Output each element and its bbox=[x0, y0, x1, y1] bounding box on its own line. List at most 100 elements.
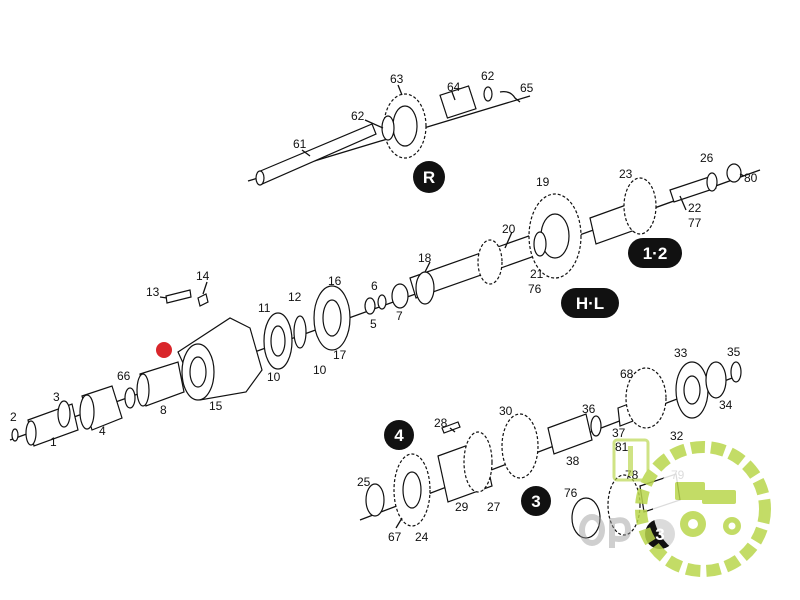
label-part-68: 68 bbox=[620, 367, 634, 381]
part-35-circlip bbox=[730, 361, 742, 383]
label-part-10b: 10 bbox=[313, 363, 327, 377]
part-6-ring bbox=[377, 294, 387, 310]
part-20-gear bbox=[477, 239, 503, 285]
label-part-30: 30 bbox=[499, 404, 513, 418]
label-part-67: 67 bbox=[388, 530, 402, 544]
label-part-80: 80 bbox=[744, 171, 758, 185]
label-part-12: 12 bbox=[288, 290, 302, 304]
reverse-shaft-end bbox=[255, 170, 265, 186]
part-12-washer bbox=[293, 315, 307, 349]
part-36-ring bbox=[590, 415, 602, 437]
part-2-ring bbox=[11, 428, 19, 442]
label-part-7: 7 bbox=[396, 309, 403, 323]
part-7-needle-bearing bbox=[391, 283, 409, 309]
label-part-24: 24 bbox=[415, 530, 429, 544]
label-part-63: 63 bbox=[390, 72, 404, 86]
tractor-icon bbox=[675, 482, 741, 537]
label-part-62b: 62 bbox=[481, 69, 495, 83]
reverse-shaft bbox=[257, 123, 377, 185]
part-3-ring bbox=[57, 400, 71, 428]
label-part-1: 1 bbox=[50, 435, 57, 449]
label-part-16: 16 bbox=[328, 274, 342, 288]
badge-gear-3a: 3 bbox=[521, 486, 551, 516]
label-part-25: 25 bbox=[357, 475, 371, 489]
label-part-23: 23 bbox=[619, 167, 633, 181]
svg-text:3: 3 bbox=[531, 492, 540, 511]
main-shaft-assembly bbox=[9, 163, 761, 447]
part-66-oring bbox=[124, 387, 136, 409]
label-part-38: 38 bbox=[566, 454, 580, 468]
label-part-37: 37 bbox=[612, 426, 626, 440]
svg-text:H·L: H·L bbox=[576, 294, 604, 313]
label-part-28: 28 bbox=[434, 416, 448, 430]
reverse-washer bbox=[381, 115, 395, 141]
label-part-36: 36 bbox=[582, 402, 596, 416]
label-part-35: 35 bbox=[727, 345, 741, 359]
reverse-circlip bbox=[483, 86, 493, 102]
part-25-ring bbox=[365, 483, 385, 517]
label-part-18: 18 bbox=[418, 251, 432, 265]
label-part-8: 8 bbox=[160, 403, 167, 417]
watermark-leaf-emblem bbox=[612, 438, 650, 482]
label-part-13: 13 bbox=[146, 285, 160, 299]
watermark-logo bbox=[579, 438, 771, 577]
label-part-11: 11 bbox=[258, 301, 271, 315]
label-part-22: 22 bbox=[688, 201, 702, 215]
label-part-81: 81 bbox=[615, 440, 629, 454]
part-number-labels: 1 2 3 4 5 6 7 8 10 10 11 12 13 14 15 16 … bbox=[10, 69, 758, 544]
label-part-29: 29 bbox=[455, 500, 469, 514]
label-part-27: 27 bbox=[487, 500, 501, 514]
label-part-15: 15 bbox=[209, 399, 223, 413]
part-33-ring bbox=[705, 361, 727, 399]
label-part-10a: 10 bbox=[267, 370, 281, 384]
label-part-20: 20 bbox=[502, 222, 516, 236]
part-78-gear bbox=[607, 474, 641, 536]
watermark-gear-ring bbox=[635, 441, 771, 577]
reverse-shaft-assembly bbox=[247, 85, 531, 186]
leader-lines bbox=[159, 84, 745, 529]
svg-text:1·2: 1·2 bbox=[643, 244, 668, 263]
label-part-3: 3 bbox=[53, 390, 60, 404]
label-part-17: 17 bbox=[333, 348, 347, 362]
part-30-gear bbox=[501, 413, 539, 479]
label-part-65: 65 bbox=[520, 81, 534, 95]
part-76-washer bbox=[571, 497, 601, 539]
label-part-61: 61 bbox=[293, 137, 307, 151]
label-part-34: 34 bbox=[719, 398, 733, 412]
part-68-gear bbox=[625, 367, 667, 429]
reverse-pin bbox=[499, 90, 521, 103]
badge-reverse: R bbox=[413, 161, 445, 193]
label-part-76a: 76 bbox=[528, 282, 542, 296]
label-part-64: 64 bbox=[447, 80, 461, 94]
part-80-nut bbox=[726, 163, 742, 183]
marker-dot bbox=[156, 342, 172, 358]
part-27-gear bbox=[463, 431, 493, 493]
svg-text:R: R bbox=[423, 168, 435, 187]
badge-gears-1-2: 1·2 bbox=[628, 238, 682, 268]
part-5-ring bbox=[364, 297, 376, 315]
part-13-screw bbox=[165, 289, 192, 304]
label-part-14: 14 bbox=[196, 269, 210, 283]
label-part-19: 19 bbox=[536, 175, 550, 189]
label-part-66: 66 bbox=[117, 369, 131, 383]
part-38-hub bbox=[547, 413, 593, 455]
label-part-62a: 62 bbox=[351, 109, 365, 123]
svg-text:4: 4 bbox=[394, 426, 404, 445]
part-14-fitting bbox=[197, 293, 209, 307]
part-21-washer bbox=[533, 231, 547, 257]
label-part-33: 33 bbox=[674, 346, 688, 360]
label-part-5: 5 bbox=[370, 317, 377, 331]
badge-range-hl: H·L bbox=[561, 288, 619, 318]
label-part-2: 2 bbox=[10, 410, 17, 424]
reverse-bearing bbox=[439, 85, 477, 119]
label-part-76b: 76 bbox=[564, 486, 578, 500]
label-part-4: 4 bbox=[99, 424, 106, 438]
badge-gear-4: 4 bbox=[384, 420, 414, 450]
part-23-gear bbox=[623, 177, 657, 235]
label-part-26: 26 bbox=[700, 151, 714, 165]
part-28-pin bbox=[441, 421, 461, 434]
label-part-6: 6 bbox=[371, 279, 378, 293]
label-part-32: 32 bbox=[670, 429, 684, 443]
label-part-77: 77 bbox=[688, 216, 702, 230]
